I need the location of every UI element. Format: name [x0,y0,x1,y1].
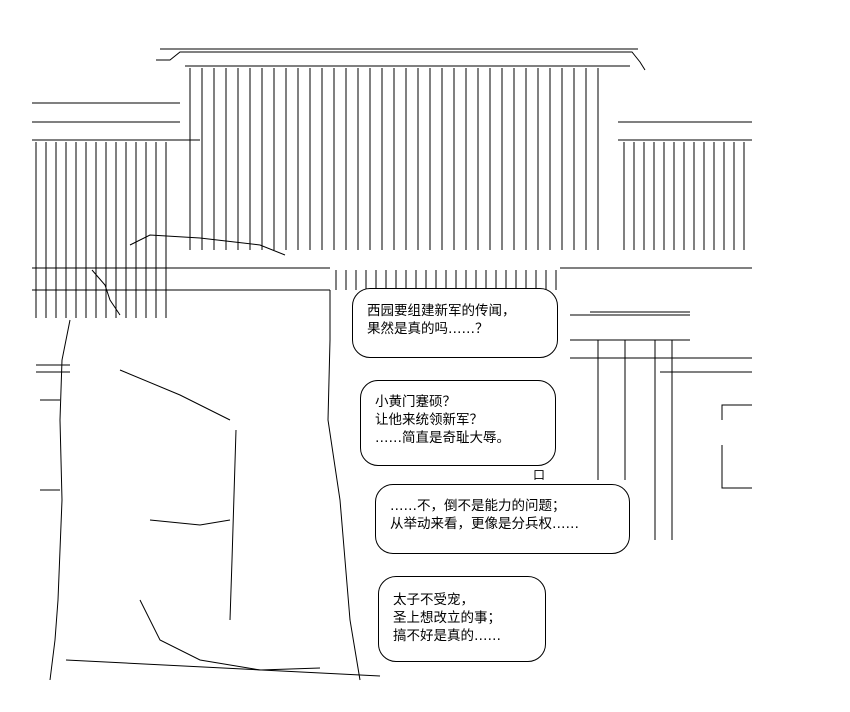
right-architecture [36,314,752,540]
bubble-3-line-2: 从举动来看，更像是分兵权…… [390,516,579,532]
speech-bubble-4: 太子不受宠， 圣上想改立的事； 搞不好是真的…… [378,576,546,662]
hall-columns [35,68,745,318]
speech-bubble-2: 小黄门蹇硕？ 让他来统领新军？ ……简直是奇耻大辱。 [360,380,556,466]
speech-bubble-1: 西园要组建新军的传闻， 果然是真的吗……？ [352,288,558,358]
box-label: 口 [533,468,546,482]
bubble-2-line-2: 让他来统领新军？ [375,412,483,428]
speech-bubble-3: ……不，倒不是能力的问题； 从举动来看，更像是分兵权…… [375,484,630,554]
bubble-3-line-1: ……不，倒不是能力的问题； [390,498,566,514]
bubble-2-line-3: ……简直是奇耻大辱。 [375,430,510,446]
eaves [32,102,752,313]
bubble-4-line-1: 太子不受宠， [393,592,474,608]
bubble-1-line-1: 西园要组建新军的传闻， [367,303,516,319]
figure-outline [49,234,381,681]
roof [156,48,646,71]
bubble-4-line-3: 搞不好是真的…… [393,628,501,644]
bubble-2-line-1: 小黄门蹇硕？ [375,394,456,410]
bubble-1-line-2: 果然是真的吗……？ [367,321,489,337]
bubble-4-line-2: 圣上想改立的事； [393,610,501,626]
